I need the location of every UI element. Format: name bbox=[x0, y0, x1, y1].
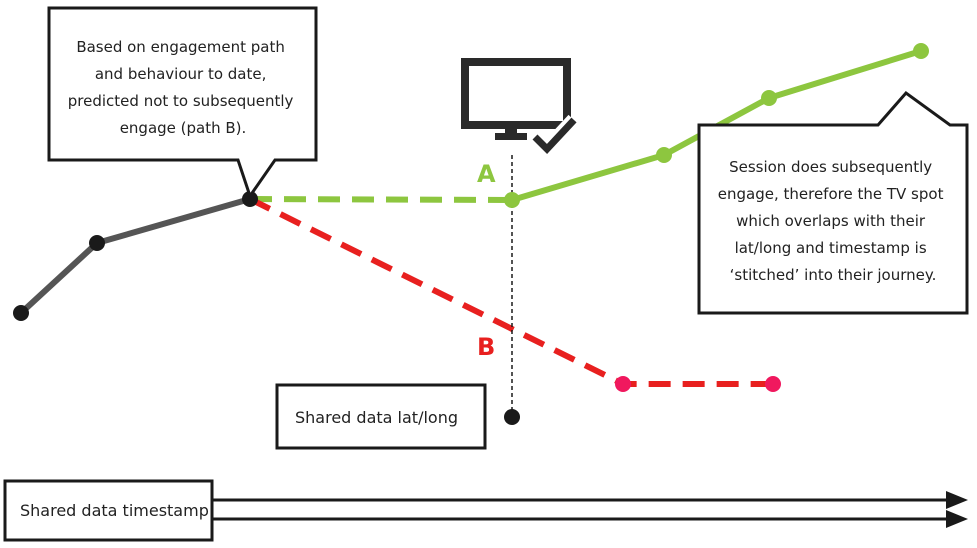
shared-timestamp-box: Shared data timestamp bbox=[3, 479, 214, 542]
decision-node bbox=[242, 191, 258, 207]
path-a-dashed-line bbox=[249, 196, 513, 203]
past-node bbox=[13, 305, 29, 321]
path-a-node bbox=[761, 90, 777, 106]
session-callout: Session does subsequently engage, theref… bbox=[697, 90, 969, 315]
timeline-arrow bbox=[212, 491, 968, 528]
shared-latlong-box: Shared data lat/long bbox=[275, 383, 487, 450]
path-b-node bbox=[615, 376, 631, 392]
shared-latlong-label: Shared data lat/long bbox=[295, 408, 458, 427]
prediction-callout-text: Based on engagement path and behaviour t… bbox=[68, 38, 298, 137]
shared-timestamp-label: Shared data timestamp bbox=[20, 501, 209, 520]
marker-end-node bbox=[504, 409, 520, 425]
path-a-node bbox=[656, 147, 672, 163]
session-callout-text: Session does subsequently engage, theref… bbox=[718, 158, 948, 284]
path-a-label: A bbox=[477, 160, 496, 188]
tv-monitor-check-icon bbox=[461, 58, 580, 160]
past-path-line bbox=[18, 196, 253, 316]
past-node bbox=[89, 235, 105, 251]
path-a-node bbox=[913, 43, 929, 59]
path-a-node bbox=[504, 192, 520, 208]
prediction-callout: Based on engagement path and behaviour t… bbox=[47, 6, 318, 200]
path-b-label: B bbox=[477, 333, 495, 361]
path-b-node bbox=[765, 376, 781, 392]
